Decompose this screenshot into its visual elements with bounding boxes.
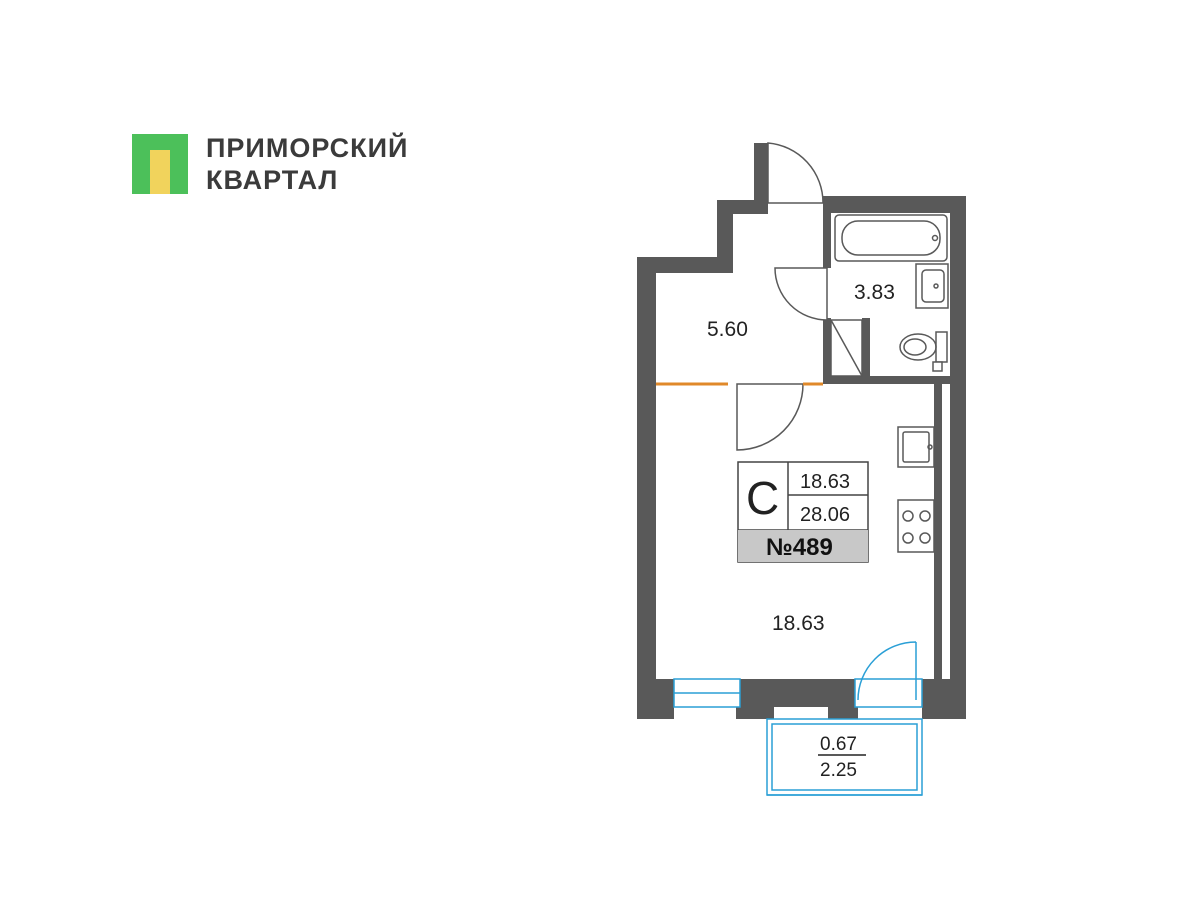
bathtub-icon xyxy=(834,214,948,262)
balcony-area-full: 2.25 xyxy=(820,760,857,781)
balcony-door xyxy=(857,641,917,701)
brand-logo: ПРИМОРСКИЙ КВАРТАЛ xyxy=(132,132,462,198)
apartment-type: С xyxy=(746,472,779,524)
bathroom-door xyxy=(774,267,828,321)
balcony-area: 0.67 xyxy=(820,734,857,755)
balcony xyxy=(766,718,923,796)
outer-walls xyxy=(637,143,966,719)
brand-name: ПРИМОРСКИЙ КВАРТАЛ xyxy=(206,132,408,196)
info-living-area: 18.63 xyxy=(800,471,850,493)
room-door xyxy=(736,383,804,451)
entrance-door xyxy=(767,142,824,204)
bathroom-area-label: 3.83 xyxy=(854,281,895,304)
kitchen-sink-icon xyxy=(897,426,935,468)
brand-line-2: КВАРТАЛ xyxy=(206,165,339,195)
vent-marker xyxy=(932,361,943,372)
hall-area-label: 5.60 xyxy=(707,318,748,341)
apartment-info-box: С 18.63 28.06 №489 xyxy=(737,461,869,563)
apartment-number: №489 xyxy=(766,534,833,561)
bathroom-sink-icon xyxy=(915,263,949,309)
toilet-icon xyxy=(899,331,948,363)
info-total-area: 28.06 xyxy=(800,504,850,526)
logo-mark-icon xyxy=(132,134,188,194)
bathroom-walls xyxy=(823,196,950,384)
shaft-icon xyxy=(830,319,863,377)
living-area-label: 18.63 xyxy=(772,612,825,635)
windows xyxy=(673,678,923,708)
brand-line-1: ПРИМОРСКИЙ xyxy=(206,133,409,163)
stove-icon xyxy=(897,499,935,553)
